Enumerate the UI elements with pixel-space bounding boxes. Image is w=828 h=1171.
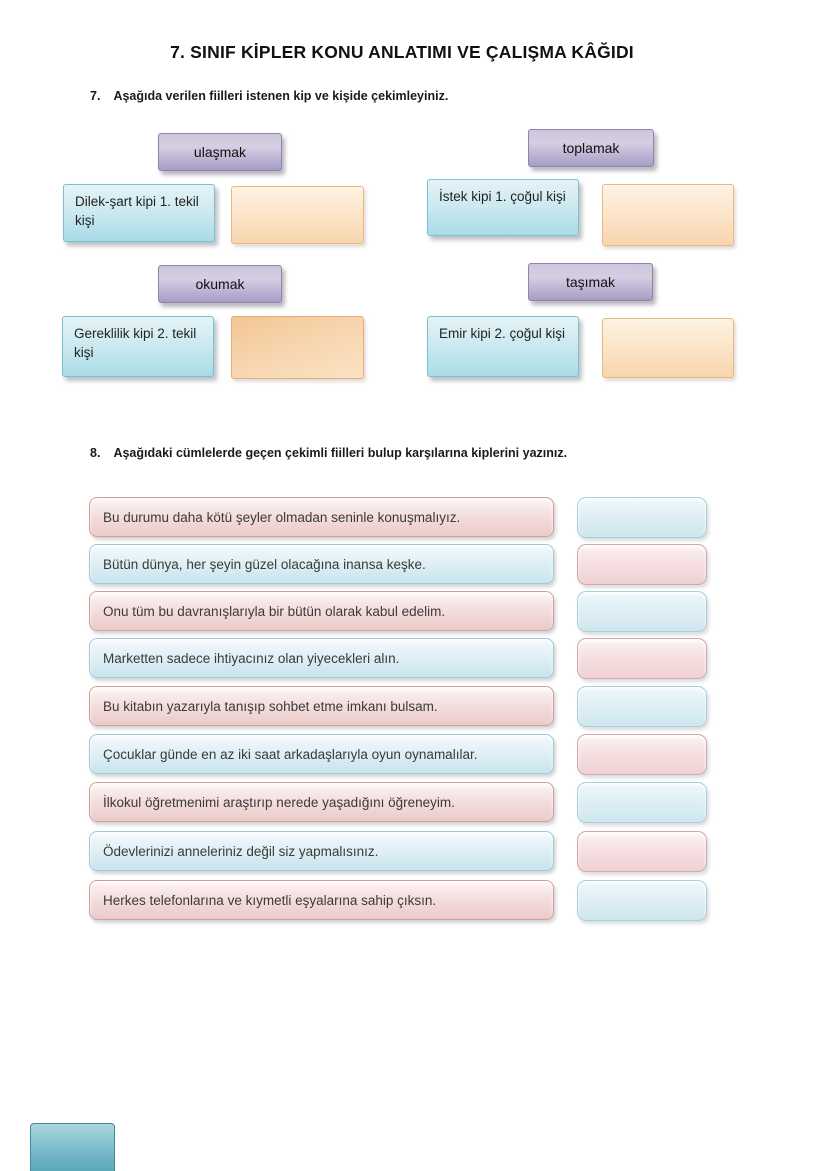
answer-field-7[interactable] — [577, 782, 707, 823]
question8-prompt: 8. Aşağıdaki cümlelerde geçen çekimli fi… — [90, 446, 567, 460]
sentence-box-8: Ödevlerinizi anneleriniz değil siz yapma… — [89, 831, 554, 871]
sentence-box-4: Marketten sadece ihtiyacınız olan yiyece… — [89, 638, 554, 678]
verb-box-okumak: okumak — [158, 265, 282, 303]
sentence-box-5: Bu kitabın yazarıyla tanışıp sohbet etme… — [89, 686, 554, 726]
sentence-box-7: İlkokul öğretmenimi araştırıp nerede yaş… — [89, 782, 554, 822]
sentence-text: Bu kitabın yazarıyla tanışıp sohbet etme… — [103, 698, 438, 714]
answer-field-1[interactable] — [577, 497, 707, 538]
verb-box-toplamak: toplamak — [528, 129, 654, 167]
answer-field-4[interactable] — [577, 638, 707, 679]
sentence-text: Bu durumu daha kötü şeyler olmadan senin… — [103, 509, 461, 525]
sentence-text: Ödevlerinizi anneleriniz değil siz yapma… — [103, 843, 379, 859]
sentence-text: Çocuklar günde en az iki saat arkadaşlar… — [103, 746, 478, 762]
sentence-box-9: Herkes telefonlarına ve kıymetli eşyalar… — [89, 880, 554, 920]
sentence-box-3: Onu tüm bu davranışlarıyla bir bütün ola… — [89, 591, 554, 631]
question8-text: Aşağıdaki cümlelerde geçen çekimli fiill… — [113, 446, 568, 460]
answer-box-ulasmak[interactable] — [231, 186, 364, 244]
verb-box-ulasmak: ulaşmak — [158, 133, 282, 171]
answer-field-2[interactable] — [577, 544, 707, 585]
answer-box-okumak[interactable] — [231, 316, 364, 379]
answer-field-6[interactable] — [577, 734, 707, 775]
sentence-box-2: Bütün dünya, her şeyin güzel olacağına i… — [89, 544, 554, 584]
instruction-box-dilek-sart: Dilek-şart kipi 1. tekil kişi — [63, 184, 215, 242]
answer-box-toplamak[interactable] — [602, 184, 734, 246]
sentence-text: İlkokul öğretmenimi araştırıp nerede yaş… — [103, 794, 455, 810]
question7-number: 7. — [90, 89, 101, 103]
instruction-box-gereklilik: Gereklilik kipi 2. tekil kişi — [62, 316, 214, 377]
question8-number: 8. — [90, 446, 101, 460]
sentence-text: Onu tüm bu davranışlarıyla bir bütün ola… — [103, 603, 446, 619]
answer-field-5[interactable] — [577, 686, 707, 727]
verb-box-tasimak: taşımak — [528, 263, 653, 301]
instruction-box-emir: Emir kipi 2. çoğul kişi — [427, 316, 579, 377]
question7-prompt: 7. Aşağıda verilen fiilleri istenen kip … — [90, 89, 448, 103]
sentence-box-1: Bu durumu daha kötü şeyler olmadan senin… — [89, 497, 554, 537]
answer-field-9[interactable] — [577, 880, 707, 921]
page-title: 7. SINIF KİPLER KONU ANLATIMI VE ÇALIŞMA… — [170, 42, 634, 62]
answer-field-3[interactable] — [577, 591, 707, 632]
sentence-text: Marketten sadece ihtiyacınız olan yiyece… — [103, 650, 400, 666]
question7-text: Aşağıda verilen fiilleri istenen kip ve … — [113, 89, 449, 103]
sentence-box-6: Çocuklar günde en az iki saat arkadaşlar… — [89, 734, 554, 774]
sentence-text: Bütün dünya, her şeyin güzel olacağına i… — [103, 556, 426, 572]
next-section-box-partial — [30, 1123, 115, 1171]
answer-field-8[interactable] — [577, 831, 707, 872]
answer-box-tasimak[interactable] — [602, 318, 734, 378]
instruction-box-istek: İstek kipi 1. çoğul kişi — [427, 179, 579, 236]
sentence-text: Herkes telefonlarına ve kıymetli eşyalar… — [103, 892, 437, 908]
